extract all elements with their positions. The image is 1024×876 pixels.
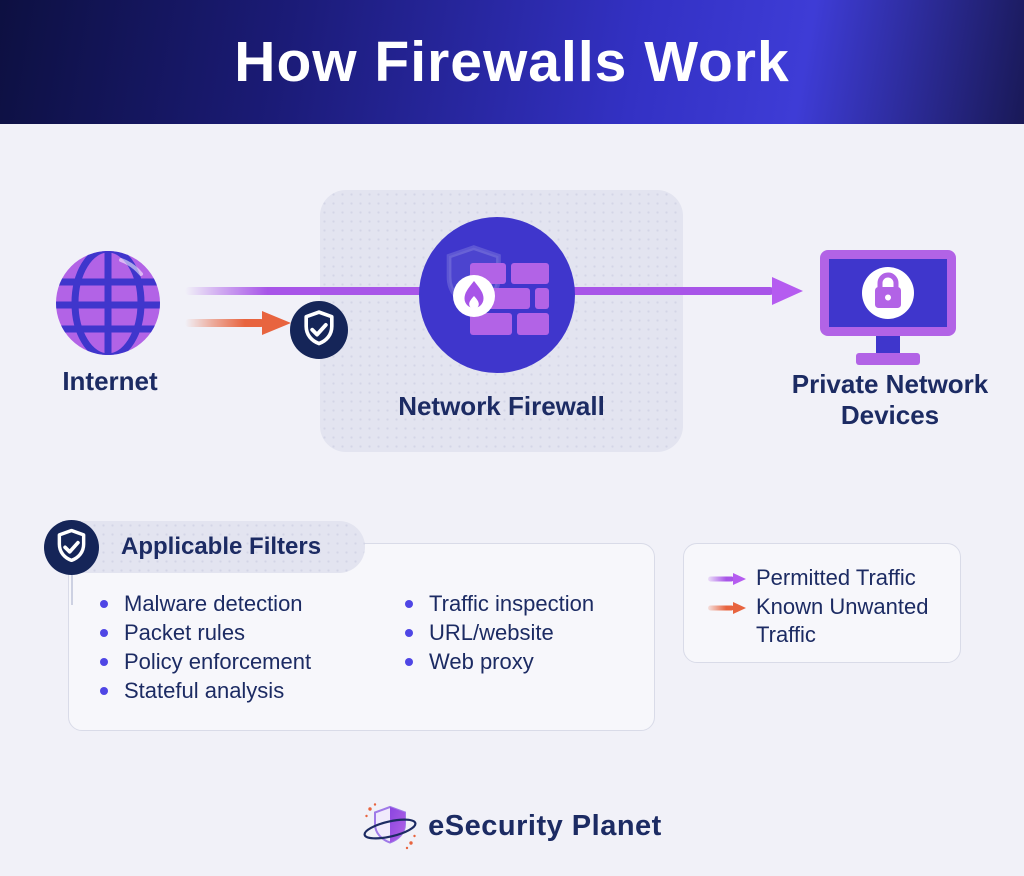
brand-name: eSecurity Planet bbox=[428, 809, 662, 842]
filters-heading: Applicable Filters bbox=[121, 533, 322, 560]
legend-card: Permitted Traffic Known Unwanted Traffic bbox=[683, 543, 961, 663]
filter-item: Malware detection bbox=[96, 589, 311, 618]
legend-label: Permitted Traffic bbox=[756, 565, 916, 590]
filter-item: Policy enforcement bbox=[96, 647, 311, 676]
legend-label: Known Unwanted Traffic bbox=[756, 594, 929, 647]
monitor-lock-icon bbox=[820, 250, 956, 365]
filter-item: Web proxy bbox=[401, 647, 594, 676]
devices-label: Private Network Devices bbox=[791, 369, 989, 430]
legend-item-unwanted: Known Unwanted Traffic bbox=[708, 593, 960, 649]
globe-icon bbox=[56, 251, 160, 355]
firewall-brick-shield-flame-icon bbox=[419, 217, 575, 373]
filter-item: Packet rules bbox=[96, 618, 311, 647]
filter-item: URL/website bbox=[401, 618, 594, 647]
shield-check-badge-icon bbox=[290, 301, 348, 359]
filter-item: Stateful analysis bbox=[96, 676, 311, 705]
page-title: How Firewalls Work bbox=[234, 30, 790, 94]
filter-item: Traffic inspection bbox=[401, 589, 594, 618]
unwanted-arrow-icon bbox=[185, 311, 291, 335]
firewall-label: Network Firewall bbox=[398, 391, 605, 421]
filters-connector-line bbox=[71, 575, 73, 605]
unwanted-arrow-icon bbox=[708, 602, 746, 614]
header-banner: How Firewalls Work bbox=[0, 0, 1024, 124]
shield-check-badge-icon bbox=[44, 520, 99, 575]
permitted-arrow-icon bbox=[708, 573, 746, 585]
brand-shield-orbit-icon bbox=[363, 803, 417, 850]
legend-item-permitted: Permitted Traffic bbox=[708, 564, 960, 592]
internet-label: Internet bbox=[62, 366, 158, 396]
footer-logo: eSecurity Planet bbox=[0, 798, 1024, 854]
